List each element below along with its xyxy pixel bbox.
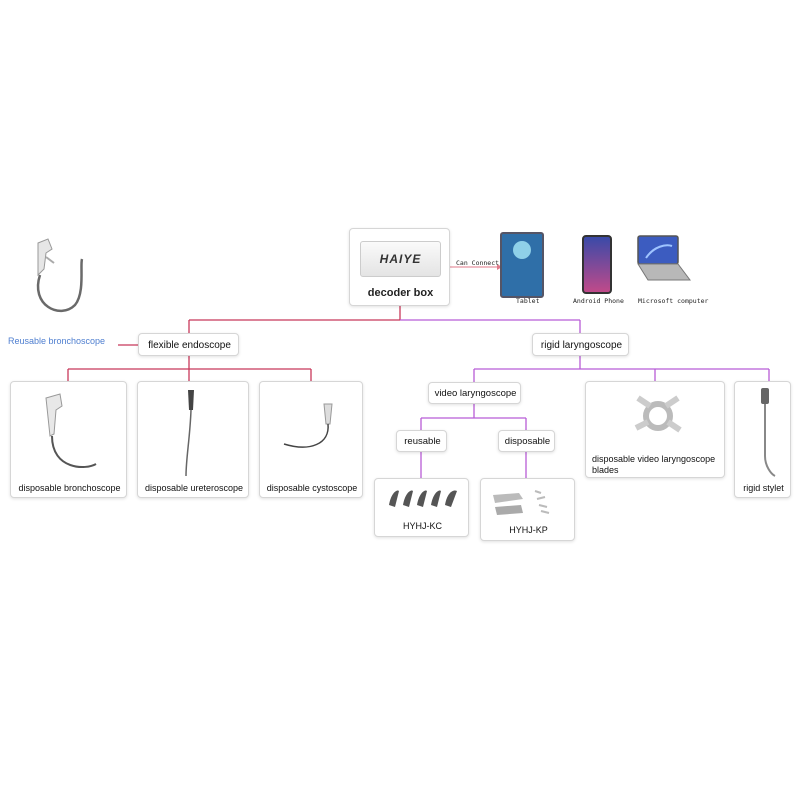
reusable-label: reusable bbox=[397, 436, 448, 447]
video-laryngoscope-label: video laryngoscope bbox=[429, 388, 522, 399]
disposable-cystoscope-node[interactable]: disposable cystoscope bbox=[259, 381, 363, 498]
rigid-laryngoscope-label: rigid laryngoscope bbox=[533, 340, 630, 351]
ureteroscope-icon bbox=[168, 388, 218, 478]
can-connect-label: Can Connect bbox=[456, 259, 499, 267]
reusable-node[interactable]: reusable bbox=[396, 430, 447, 452]
ureteroscope-label: disposable ureteroscope bbox=[138, 483, 250, 493]
cystoscope-label: disposable cystoscope bbox=[260, 483, 364, 493]
blades-label-line2: blades bbox=[592, 465, 619, 475]
hyhj-kp-label: HYHJ-KP bbox=[481, 525, 576, 535]
rigid-stylet-node[interactable]: rigid stylet bbox=[734, 381, 791, 498]
flexible-endoscope-label: flexible endoscope bbox=[139, 340, 240, 351]
blades-icon bbox=[628, 388, 688, 444]
kc-blades-icon bbox=[385, 485, 461, 511]
decoder-device-icon: HAIYE bbox=[360, 241, 441, 277]
laptop-icon bbox=[632, 232, 692, 292]
phone-icon bbox=[582, 235, 612, 294]
rigid-stylet-label: rigid stylet bbox=[735, 483, 792, 493]
disposable-node[interactable]: disposable bbox=[498, 430, 555, 452]
hyhj-kc-node[interactable]: HYHJ-KC bbox=[374, 478, 469, 537]
decoder-box-node[interactable]: HAIYE decoder box bbox=[349, 228, 450, 306]
disposable-label: disposable bbox=[499, 436, 556, 447]
flexible-endoscope-node[interactable]: flexible endoscope bbox=[138, 333, 239, 356]
blades-label-line1: disposable video laryngoscope bbox=[592, 454, 715, 464]
hyhj-kp-node[interactable]: HYHJ-KP bbox=[480, 478, 575, 541]
reusable-bronchoscope-icon bbox=[20, 235, 120, 330]
video-laryngoscope-node[interactable]: video laryngoscope bbox=[428, 382, 521, 404]
bronchoscope-icon bbox=[36, 390, 106, 475]
device-label-computer: Microsoft computer bbox=[638, 297, 708, 305]
bronchoscope-label: disposable bronchoscope bbox=[11, 483, 128, 493]
disposable-bronchoscope-node[interactable]: disposable bronchoscope bbox=[10, 381, 127, 498]
rigid-laryngoscope-node[interactable]: rigid laryngoscope bbox=[532, 333, 629, 356]
tablet-icon bbox=[500, 232, 544, 298]
reusable-bronchoscope-label: Reusable bronchoscope bbox=[8, 336, 105, 346]
kp-blades-icon bbox=[489, 485, 569, 519]
stylet-icon bbox=[751, 386, 781, 480]
decoder-box-label: decoder box bbox=[350, 287, 451, 299]
cystoscope-icon bbox=[280, 400, 350, 460]
device-label-phone: Android Phone bbox=[573, 297, 624, 305]
device-label-tablet: Tablet bbox=[516, 297, 539, 305]
disposable-ureteroscope-node[interactable]: disposable ureteroscope bbox=[137, 381, 249, 498]
laryngoscope-blades-node[interactable]: disposable video laryngoscope blades bbox=[585, 381, 725, 478]
brand-logo: HAIYE bbox=[361, 242, 440, 276]
hyhj-kc-label: HYHJ-KC bbox=[375, 521, 470, 531]
